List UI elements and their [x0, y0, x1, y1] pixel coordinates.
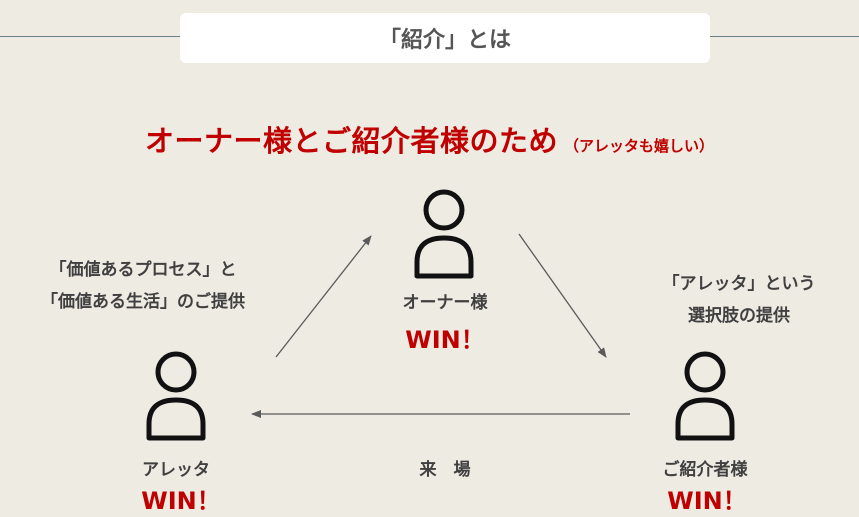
owner-label: オーナー様: [402, 293, 488, 313]
arrow-aretta-to-owner: [275, 235, 372, 358]
person-icon: [409, 188, 479, 280]
arrow-owner-to-introducer: [518, 233, 607, 358]
headline-sub: （アレッタも嬉しい）: [564, 137, 715, 155]
note-left-line1: 「価値あるプロセス」と: [49, 260, 237, 280]
aretta-label: アレッタ: [142, 460, 210, 480]
note-bottom: 来 場: [419, 460, 471, 480]
note-right: 「アレッタ」という 選択肢の提供: [634, 268, 844, 332]
introducer-win: WIN！: [667, 487, 747, 515]
introducer-label: ご紹介者様: [662, 460, 748, 480]
note-right-line1: 「アレッタ」という: [662, 274, 816, 294]
page-title: 「紹介」とは: [180, 13, 710, 63]
note-left-line2: 「価値ある生活」のご提供: [41, 292, 245, 312]
aretta-win: WIN！: [141, 487, 221, 515]
owner-win: WIN！: [405, 326, 485, 354]
note-left: 「価値あるプロセス」と 「価値ある生活」のご提供: [18, 254, 268, 318]
person-icon: [141, 350, 211, 442]
person-icon: [670, 350, 740, 442]
headline: オーナー様とご紹介者様のため （アレッタも嬉しい）: [0, 118, 859, 160]
note-right-line2: 選択肢の提供: [688, 306, 790, 326]
headline-main: オーナー様とご紹介者様のため: [144, 124, 558, 158]
